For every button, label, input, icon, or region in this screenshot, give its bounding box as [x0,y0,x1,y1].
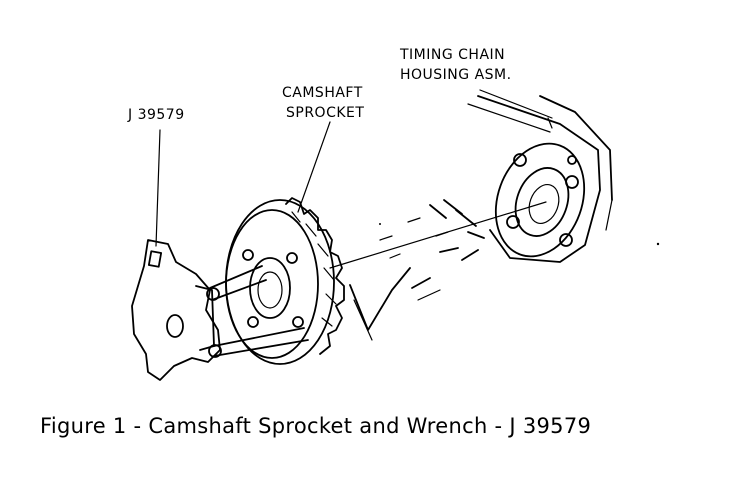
engine-block-fragments [349,199,485,341]
speck [379,223,381,225]
label-tool: J 39579 [128,107,185,123]
speck [656,242,660,246]
label-camshaft-line1: CAMSHAFT [282,85,363,101]
camshaft-centerline [329,201,547,269]
camshaft-sprocket [225,197,345,365]
label-timing-chain-line1: TIMING CHAIN [400,47,506,63]
label-timing-chain-line2: HOUSING ASM. [400,67,512,83]
leader-timing-chain [479,89,553,119]
timing-chain-housing [467,95,613,263]
wrench-tool [131,239,309,381]
label-camshaft-line2: SPROCKET [286,105,365,121]
figure-caption: Figure 1 - Camshaft Sprocket and Wrench … [40,414,592,438]
leader-camshaft [297,121,331,213]
leader-tool [155,129,161,247]
